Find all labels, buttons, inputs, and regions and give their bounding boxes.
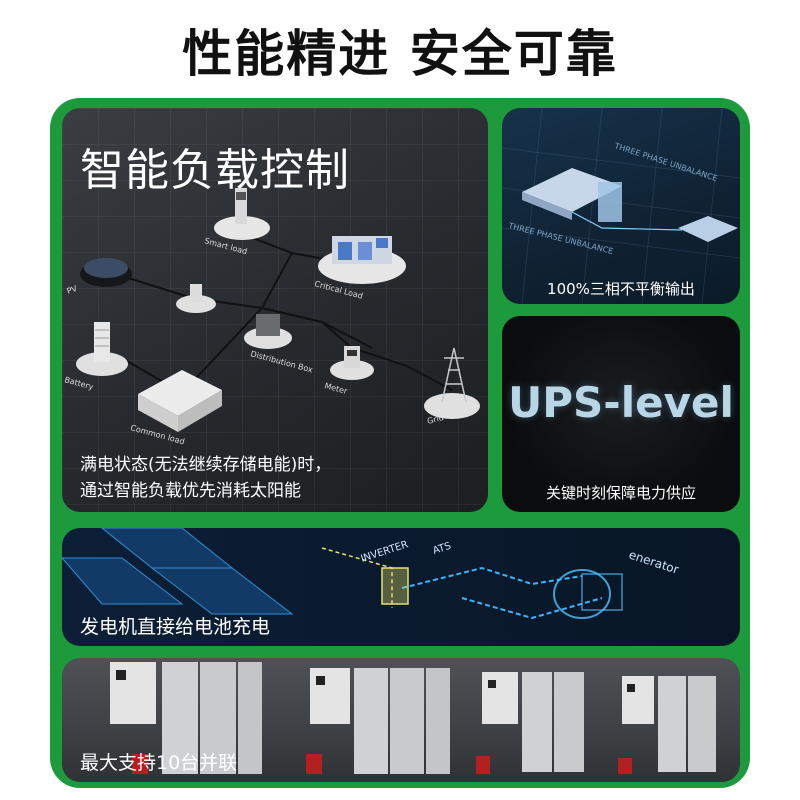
load-block [678,216,738,242]
common-load-node [138,370,222,432]
grid-label: Grid [426,413,445,426]
ats-label: ATS [432,541,453,557]
meter-label: Meter [323,381,348,396]
unit-group-1 [110,662,262,774]
inverter-block [598,182,622,222]
generator-panel: INVERTER ATS enerator 发电机直接给电池充电 [62,528,740,646]
unit-group-3 [476,672,584,774]
three-phase-caption: 100%三相不平衡输出 [547,280,695,298]
meter-node [330,346,374,380]
caption-line-1: 满电状态(无法继续存储电能)时， [80,455,332,475]
battery-label: Battery [63,375,94,391]
pv-label: PV [66,284,79,296]
smart-load-title: 智能负载控制 [80,145,350,196]
generator-caption: 发电机直接给电池充电 [80,616,271,638]
parallel-panel: 最大支持10台并联 [62,658,740,782]
generator-machine [553,569,623,619]
phase-overlay-top: THREE PHASE UNBALANCE [612,141,718,183]
smart-load-panel: 智能负载控制 PV Smart load [62,108,488,512]
caption-line-2: 通过智能负载优先消耗太阳能 [80,481,301,501]
generator-label: enerator [627,548,681,577]
distribution-box-node [244,314,292,349]
page-headline: 性能精进 安全可靠 [182,25,618,83]
load-diagram: PV Smart load Critical Load Batte [63,188,480,446]
grid-node [424,347,480,419]
critical-load-node [318,236,406,284]
inverter-box [381,567,409,605]
solar-array [62,528,294,615]
floor-grid [62,108,488,512]
unit-group-4 [618,676,716,774]
smart-load-caption: 满电状态(无法继续存储电能)时， 通过智能负载优先消耗太阳能 [80,452,331,504]
three-phase-illustration: THREE PHASE UNBALANCE THREE PHASE UNBALA… [502,108,740,304]
parallel-caption: 最大支持10台并联 [80,752,238,774]
generator-illustration: INVERTER ATS enerator [62,528,681,620]
inverter-label: INVERTER [360,539,410,565]
distribution-box-label: Distribution Box [249,349,313,374]
hub-node [176,284,216,313]
panel-array-block [522,168,622,220]
pv-node [80,258,132,287]
ups-caption: 关键时刻保障电力供应 [545,484,696,502]
ups-panel: UPS-level 关键时刻保障电力供应 [502,316,740,512]
three-phase-panel: THREE PHASE UNBALANCE THREE PHASE UNBALA… [502,108,740,304]
ups-headline: UPS-level [508,378,734,427]
battery-node [76,322,128,376]
parallel-illustration [110,662,716,774]
unit-group-2 [306,668,450,774]
smart-load-node [214,188,270,240]
